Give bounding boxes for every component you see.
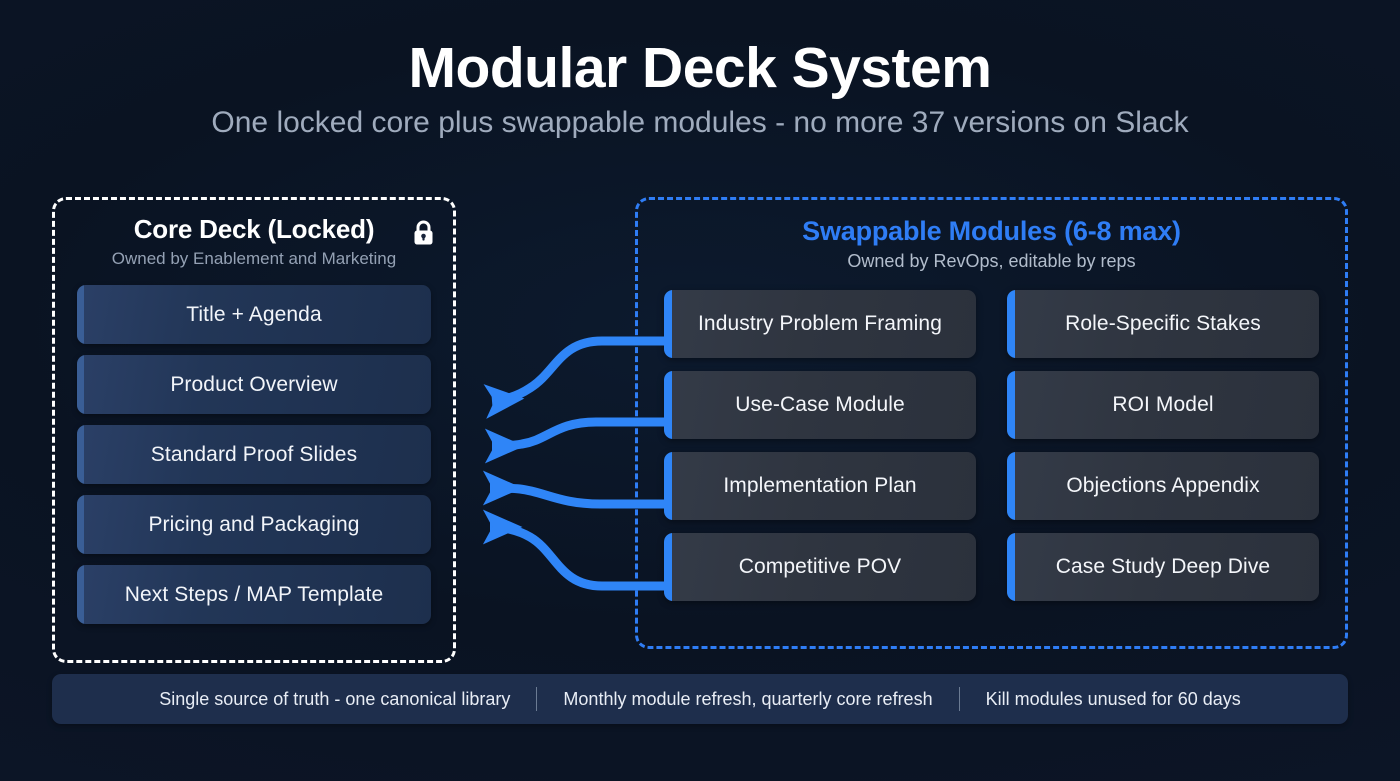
core-deck-card-list: Title + Agenda Product Overview Standard…: [77, 285, 431, 624]
module-card[interactable]: Use-Case Module: [664, 371, 976, 439]
module-card-label: Use-Case Module: [735, 393, 905, 416]
swappable-modules-panel: Swappable Modules (6-8 max) Owned by Rev…: [635, 197, 1348, 649]
module-card[interactable]: Competitive POV: [664, 533, 976, 601]
core-card[interactable]: Next Steps / MAP Template: [77, 565, 431, 624]
module-card-label: Case Study Deep Dive: [1055, 555, 1271, 578]
footer-separator: [536, 687, 538, 711]
module-card-label: ROI Model: [1112, 393, 1214, 416]
lock-icon: [412, 220, 435, 246]
module-card-label: Objections Appendix: [1066, 474, 1260, 497]
core-deck-title: Core Deck (Locked): [133, 214, 375, 244]
core-card-label: Pricing and Packaging: [148, 512, 360, 536]
module-card-label: Role-Specific Stakes: [1065, 312, 1261, 335]
module-card[interactable]: Role-Specific Stakes: [1007, 290, 1319, 358]
modules-header: Swappable Modules (6-8 max) Owned by Rev…: [664, 216, 1319, 272]
module-card[interactable]: Industry Problem Framing: [664, 290, 976, 358]
page-title: Modular Deck System: [408, 36, 992, 100]
modules-subtitle: Owned by RevOps, editable by reps: [847, 251, 1136, 271]
footer-item: Single source of truth - one canonical l…: [159, 688, 511, 709]
module-card[interactable]: Objections Appendix: [1007, 452, 1319, 520]
page-subtitle: One locked core plus swappable modules -…: [211, 106, 1189, 140]
module-card-label: Industry Problem Framing: [698, 312, 942, 335]
core-card-label: Standard Proof Slides: [150, 442, 358, 466]
module-card-label: Competitive POV: [738, 555, 902, 578]
module-card[interactable]: Case Study Deep Dive: [1007, 533, 1319, 601]
modules-card-grid: Industry Problem Framing Role-Specific S…: [664, 290, 1319, 601]
modules-title: Swappable Modules (6-8 max): [802, 216, 1181, 246]
footer-separator: [958, 687, 960, 711]
core-card-label: Next Steps / MAP Template: [124, 582, 384, 606]
core-deck-panel: Core Deck (Locked) Owned by Enablement a…: [52, 197, 456, 663]
module-card[interactable]: ROI Model: [1007, 371, 1319, 439]
core-card[interactable]: Pricing and Packaging: [77, 495, 431, 554]
core-card[interactable]: Standard Proof Slides: [77, 425, 431, 484]
core-card[interactable]: Title + Agenda: [77, 285, 431, 344]
footer-bar: Single source of truth - one canonical l…: [52, 674, 1348, 724]
module-card-label: Implementation Plan: [723, 474, 917, 497]
core-card[interactable]: Product Overview: [77, 355, 431, 414]
core-deck-header: Core Deck (Locked) Owned by Enablement a…: [77, 214, 433, 269]
core-card-label: Title + Agenda: [186, 302, 322, 326]
footer-item: Monthly module refresh, quarterly core r…: [563, 688, 933, 709]
footer-item: Kill modules unused for 60 days: [985, 688, 1241, 709]
core-card-label: Product Overview: [170, 372, 338, 396]
page-header: Modular Deck System One locked core plus…: [0, 0, 1400, 140]
module-card[interactable]: Implementation Plan: [664, 452, 976, 520]
core-deck-subtitle: Owned by Enablement and Marketing: [111, 249, 397, 268]
